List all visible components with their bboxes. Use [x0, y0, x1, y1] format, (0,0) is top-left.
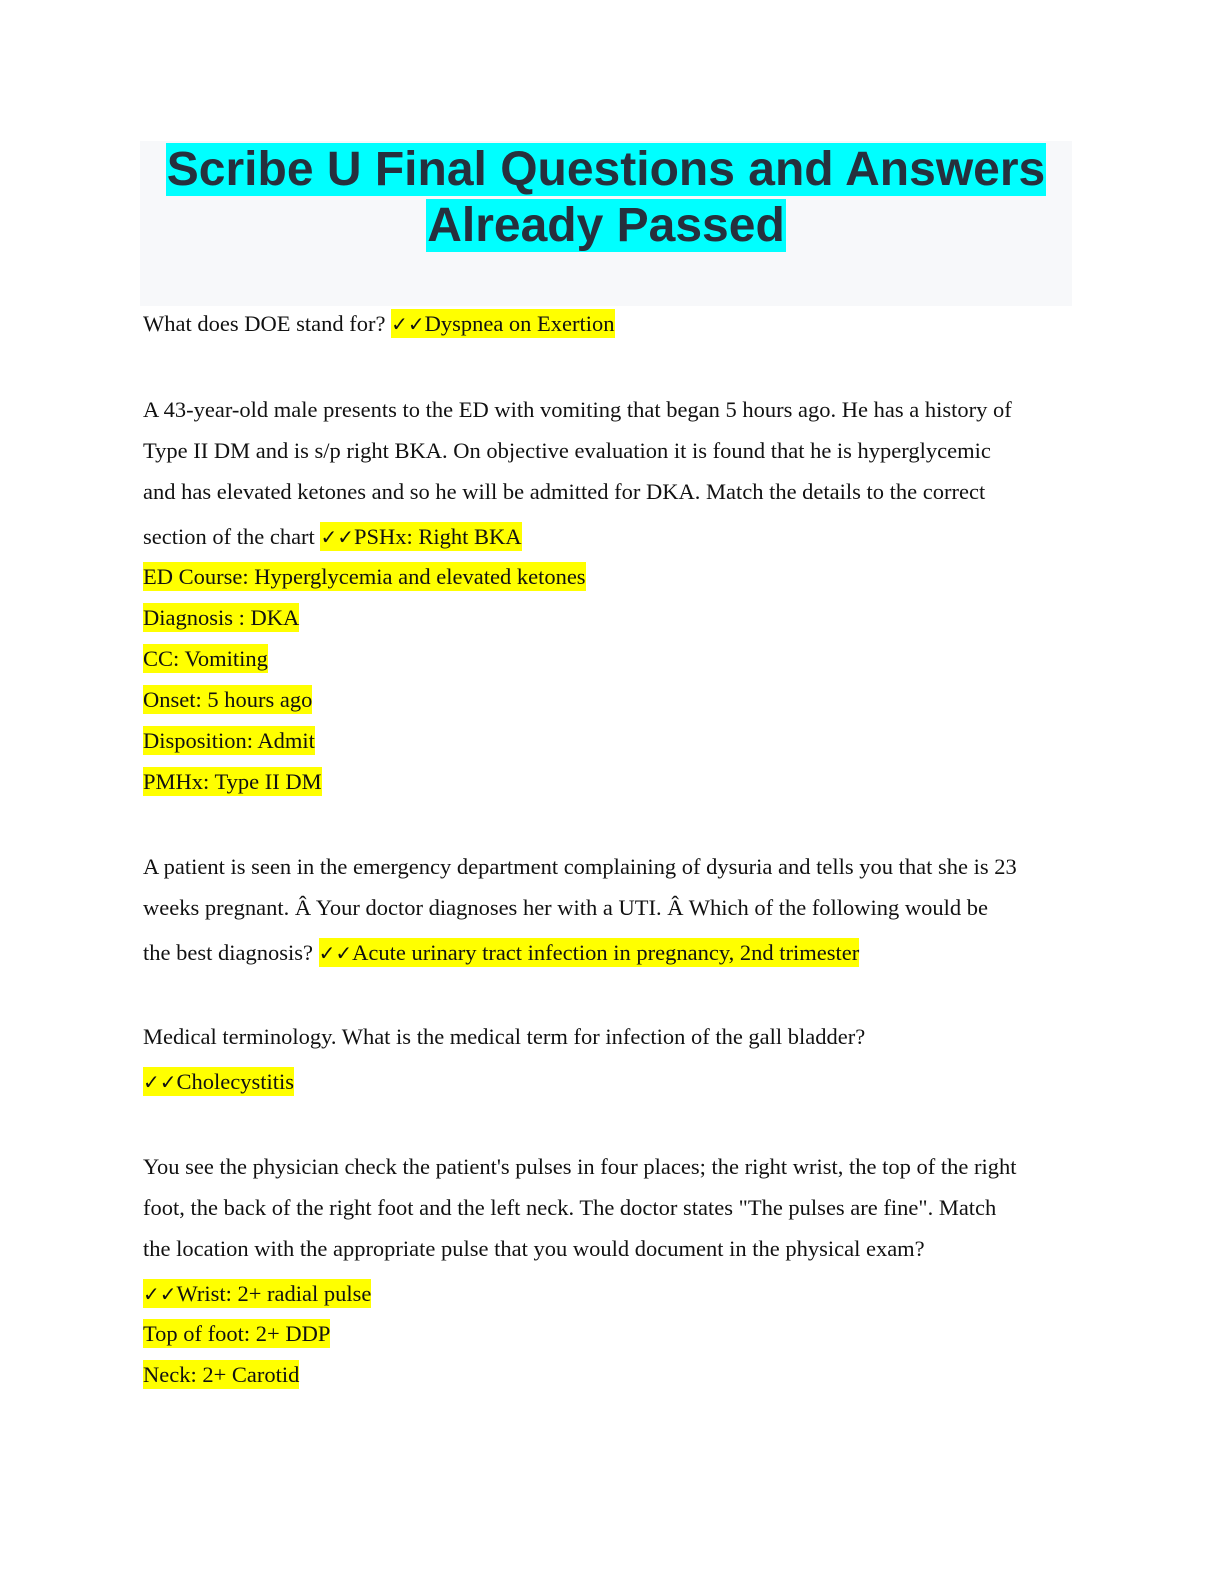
- page-title-line-1: Scribe U Final Questions and Answers: [140, 142, 1072, 198]
- check-icon: ✓✓: [391, 312, 425, 336]
- qa-item-4: Medical terminology. What is the medical…: [143, 1016, 1078, 1098]
- answer-line: Top of foot: 2+ DDP: [143, 1313, 1078, 1354]
- question-line: You see the physician check the patient'…: [143, 1154, 1017, 1179]
- question-line: and has elevated ketones and so he will …: [143, 479, 986, 504]
- check-icon: ✓✓: [318, 941, 353, 965]
- answer-text: Onset: 5 hours ago: [143, 685, 313, 714]
- question-line: Medical terminology. What is the medical…: [143, 1024, 866, 1049]
- question-line: the best diagnosis? ✓✓Acute urinary trac…: [143, 928, 1078, 969]
- answer-highlight: ✓✓PSHx: Right BKA: [320, 522, 522, 551]
- question-line: section of the chart ✓✓PSHx: Right BKA: [143, 512, 1078, 556]
- answer-text: Dyspnea on Exertion: [424, 311, 615, 336]
- answer-line: Diagnosis : DKA: [143, 597, 1078, 638]
- question-line: the location with the appropriate pulse …: [143, 1236, 925, 1261]
- answer-line: CC: Vomiting: [143, 638, 1078, 679]
- answer-text: PSHx: Right BKA: [353, 524, 522, 549]
- answer-text: Neck: 2+ Carotid: [143, 1360, 300, 1389]
- title-highlight-2: Already Passed: [426, 199, 786, 252]
- answer-highlight: ✓✓Wrist: 2+ radial pulse: [143, 1279, 372, 1308]
- answer-highlight: ✓✓Dyspnea on Exertion: [391, 309, 615, 338]
- title-highlight-1: Scribe U Final Questions and Answers: [165, 143, 1047, 196]
- answer-line: Disposition: Admit: [143, 720, 1078, 761]
- question-line: Type II DM and is s/p right BKA. On obje…: [143, 438, 991, 463]
- answer-line: Neck: 2+ Carotid: [143, 1354, 1078, 1395]
- answer-text: Disposition: Admit: [143, 726, 315, 755]
- question-line: What does DOE stand for? ✓✓Dyspnea on Ex…: [143, 303, 1078, 344]
- answer-text: ED Course: Hyperglycemia and elevated ke…: [143, 562, 586, 591]
- answer-text: PMHx: Type II DM: [143, 767, 322, 796]
- qa-item-2: A 43-year-old male presents to the ED wi…: [143, 389, 1078, 802]
- answer-text: CC: Vomiting: [143, 644, 268, 673]
- answer-text: Diagnosis : DKA: [143, 603, 300, 632]
- page-title-line-2: Already Passed: [140, 198, 1072, 254]
- qa-item-5: You see the physician check the patient'…: [143, 1146, 1078, 1395]
- question-line: weeks pregnant. Â Your doctor diagnoses …: [143, 895, 989, 920]
- question-line: foot, the back of the right foot and the…: [143, 1195, 997, 1220]
- check-icon: ✓✓: [143, 1070, 177, 1094]
- answer-line: ✓✓Cholecystitis: [143, 1057, 1078, 1098]
- qa-item-3: A patient is seen in the emergency depar…: [143, 846, 1078, 969]
- answer-line: ✓✓Wrist: 2+ radial pulse: [143, 1269, 1078, 1313]
- answer-line: Onset: 5 hours ago: [143, 679, 1078, 720]
- answer-text: Top of foot: 2+ DDP: [143, 1319, 331, 1348]
- answer-line: PMHx: Type II DM: [143, 761, 1078, 802]
- answer-highlight: ✓✓Acute urinary tract infection in pregn…: [318, 938, 860, 967]
- answer-line: ED Course: Hyperglycemia and elevated ke…: [143, 556, 1078, 597]
- question-line: A patient is seen in the emergency depar…: [143, 854, 1017, 879]
- question-line: A 43-year-old male presents to the ED wi…: [143, 397, 1012, 422]
- check-icon: ✓✓: [143, 1282, 177, 1306]
- question-text: the best diagnosis?: [143, 940, 313, 965]
- title-banner: Scribe U Final Questions and Answers Alr…: [140, 141, 1072, 306]
- answer-text: Wrist: 2+ radial pulse: [176, 1281, 372, 1306]
- question-text: section of the chart: [143, 524, 315, 549]
- answer-text: Acute urinary tract infection in pregnan…: [352, 940, 860, 965]
- answer-highlight: ✓✓Cholecystitis: [143, 1067, 295, 1096]
- question-text: What does DOE stand for?: [143, 311, 386, 336]
- qa-item-1: What does DOE stand for? ✓✓Dyspnea on Ex…: [143, 303, 1078, 344]
- check-icon: ✓✓: [320, 525, 354, 549]
- answer-text: Cholecystitis: [176, 1069, 295, 1094]
